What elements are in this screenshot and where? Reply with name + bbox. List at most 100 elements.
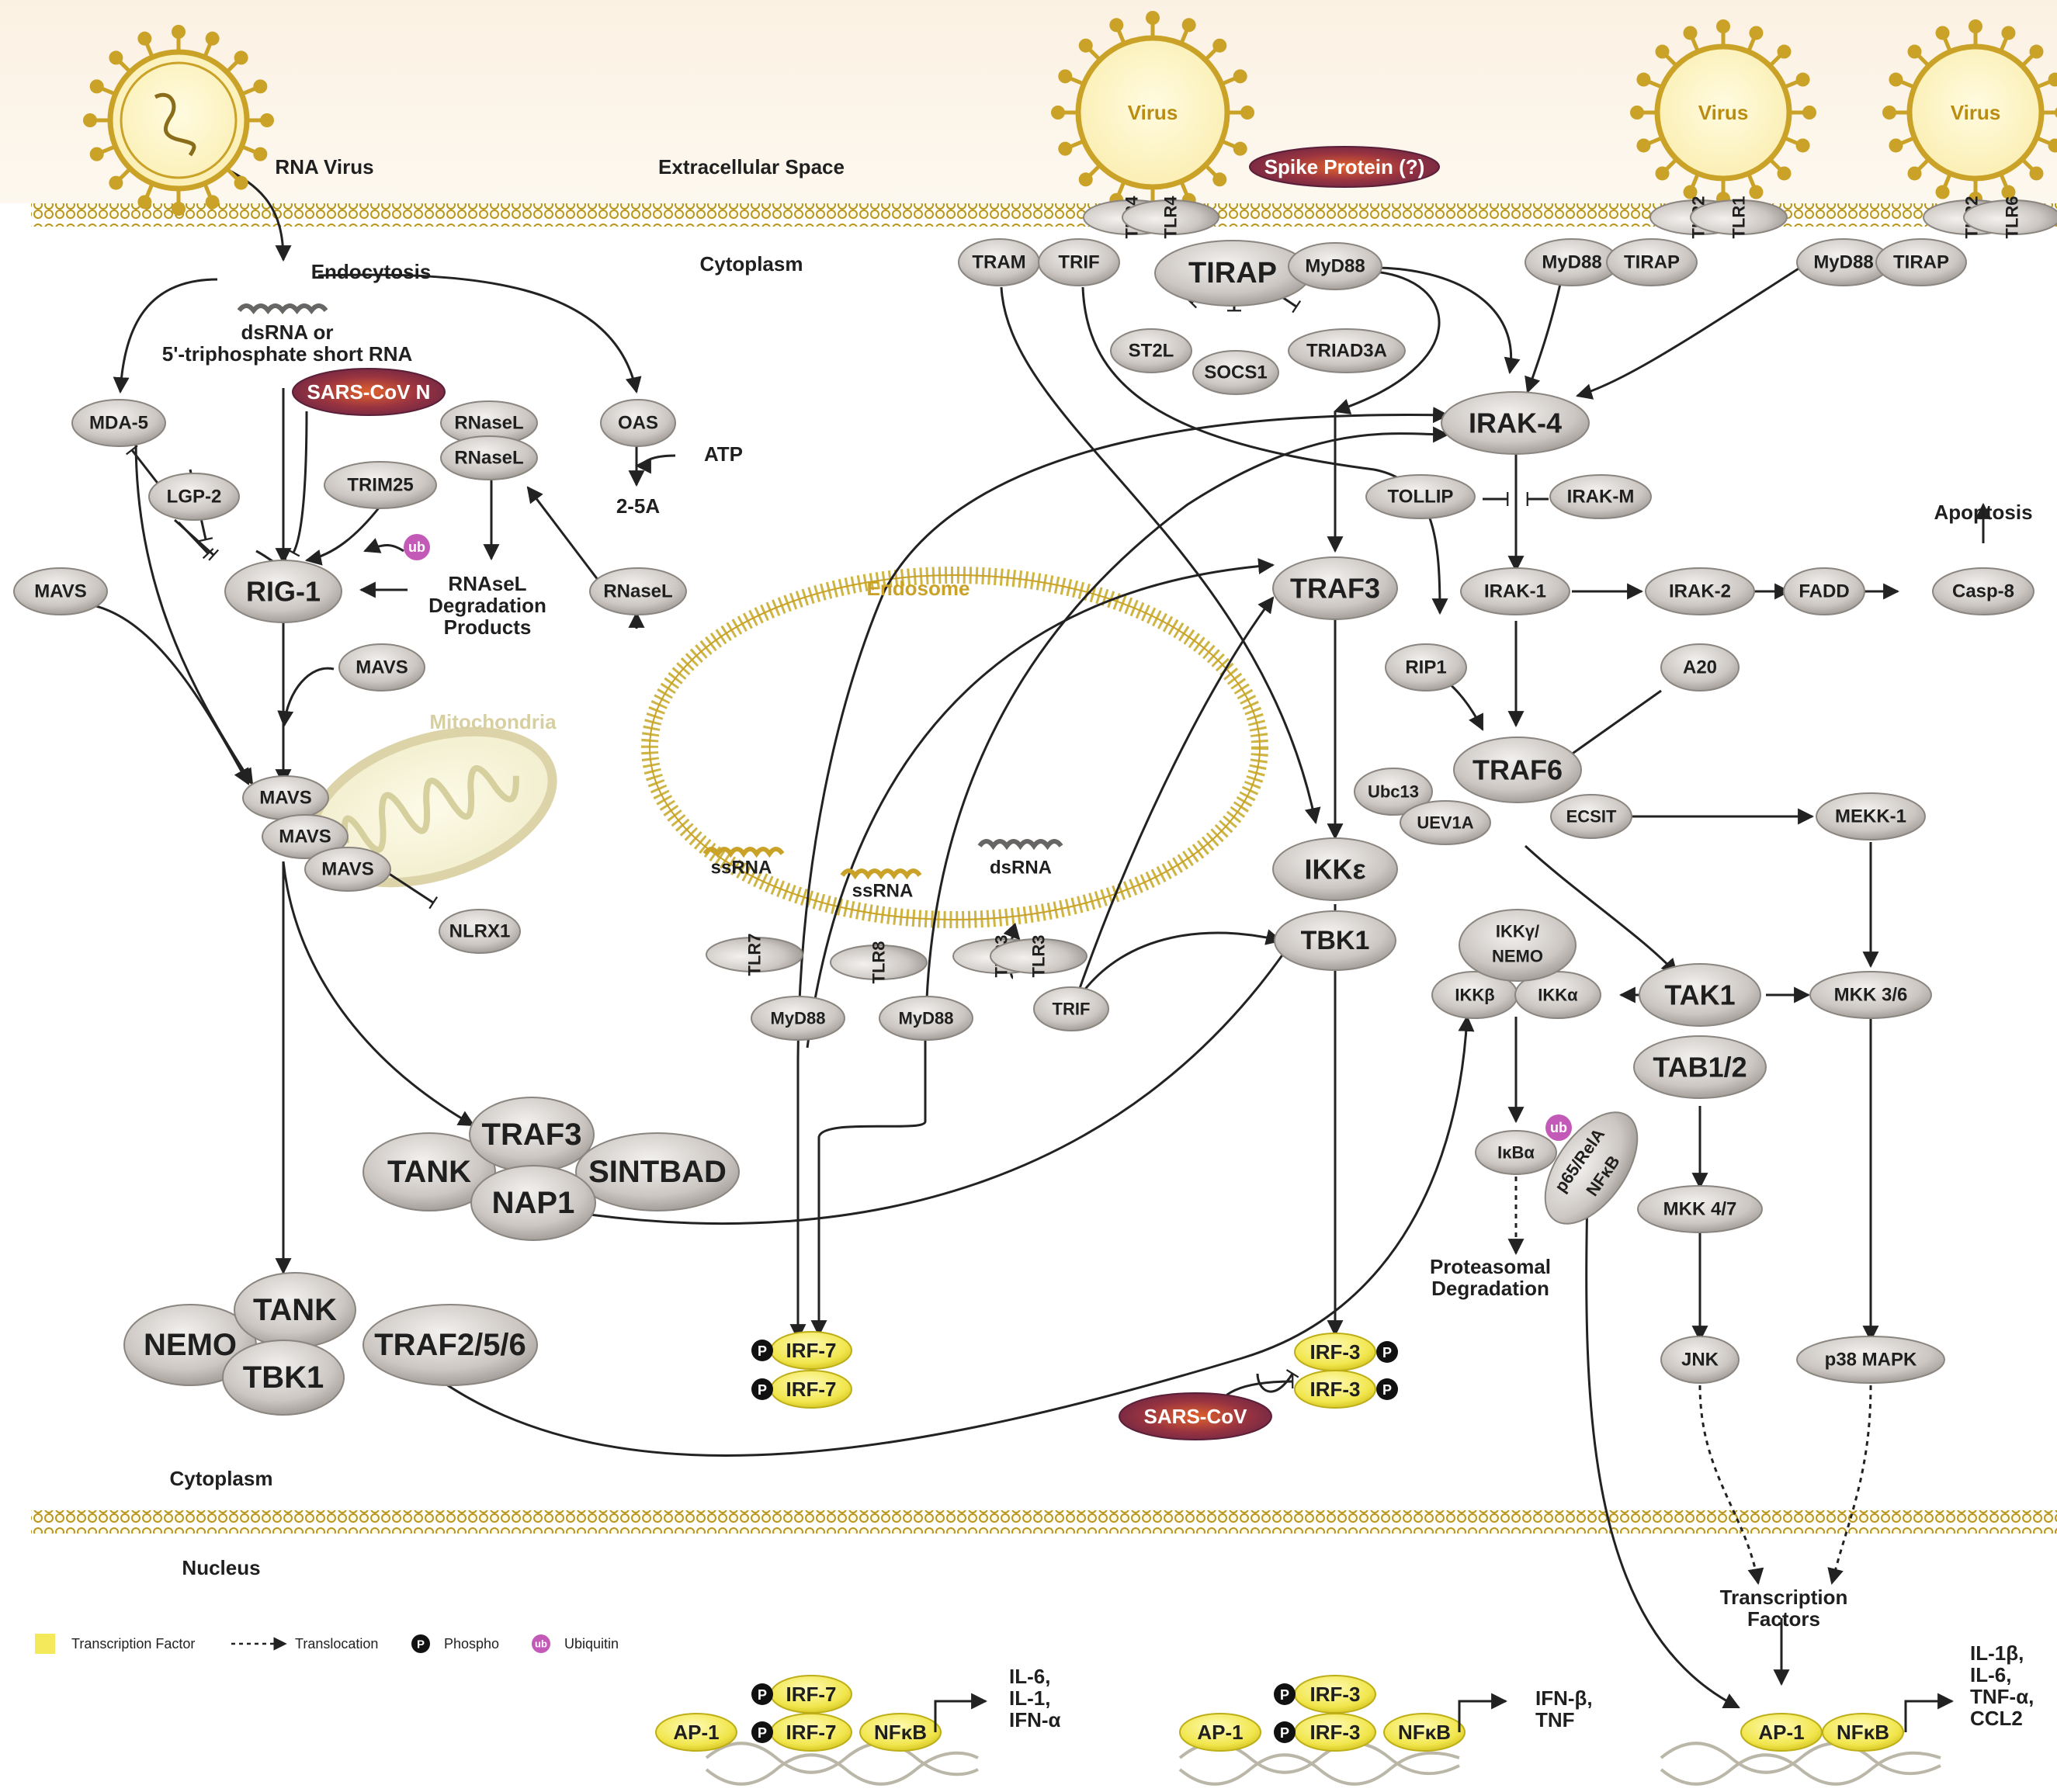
- tlr3-receptor-b: TLR3: [990, 935, 1087, 978]
- nap1-node-label: NAP1: [492, 1186, 575, 1220]
- phospho-marker-1: P: [751, 1378, 773, 1400]
- ubc13-node: Ubc13: [1354, 768, 1433, 816]
- nemo-node-bottom-label: NEMO: [144, 1328, 237, 1362]
- sintbad-node: SINTBAD: [575, 1132, 740, 1211]
- legend-transcription-factor: Transcription Factor: [71, 1636, 195, 1652]
- viral-rna: [154, 93, 196, 157]
- mkk36-node-label: MKK 3/6: [1834, 985, 1908, 1006]
- oas-node: OAS: [600, 399, 676, 447]
- tbk1-node-bottom-label: TBK1: [243, 1360, 324, 1395]
- ubiquitin-marker-rig1-label: ub: [408, 539, 425, 555]
- endosome-membrane-line: [649, 574, 1261, 920]
- rnasel-degradation-label-3: Products: [444, 615, 532, 639]
- rnasel-node-2: RNaseL: [440, 435, 538, 480]
- pathway-arrow-26: [430, 1014, 1475, 1457]
- mkk47-node: MKK 4/7: [1637, 1185, 1763, 1233]
- ubc13-node-label: Ubc13: [1368, 782, 1419, 802]
- myd88-node-top-label: MyD88: [1305, 256, 1365, 277]
- nuclear-ap1-node-2: AP-1: [1179, 1713, 1261, 1752]
- phospho-marker-1-label: P: [758, 1382, 767, 1398]
- sars-cov-oval: SARS-CoV: [1119, 1392, 1272, 1440]
- triad3a-node: TRIAD3A: [1288, 328, 1406, 373]
- tlr6-receptor-label: TLR6: [2003, 196, 2022, 239]
- dna-strands: [705, 1742, 1941, 1786]
- myd88-node-tlr21: MyD88: [1525, 238, 1619, 286]
- output-tnfa: TNF-α,: [1970, 1685, 2034, 1708]
- pathway-arrow-29: [806, 558, 1275, 1049]
- proteasomal-label-2: Degradation: [1431, 1277, 1549, 1300]
- tollip-node-label: TOLLIP: [1388, 487, 1454, 508]
- tak1-node-label: TAK1: [1664, 979, 1735, 1011]
- pathway-arrow-34: [1000, 286, 1321, 825]
- pathway-arrow-2: [317, 273, 642, 394]
- myd88-node-tlr7-label: MyD88: [771, 1009, 826, 1028]
- ikba-node: IκBα: [1475, 1130, 1557, 1175]
- nuclear-nfkb-node-1: NFκB: [859, 1713, 942, 1752]
- irak-m-node-label: IRAK-M: [1567, 487, 1635, 508]
- rnasel-node-2-label: RNaseL: [454, 448, 523, 469]
- mavs-node-free-label: MAVS: [356, 657, 408, 678]
- rig1-node-label: RIG-1: [246, 576, 321, 608]
- irf3-node-b: IRF-3: [1294, 1370, 1376, 1409]
- tlr7-receptor: TLR7: [706, 934, 803, 976]
- irf7-node-a-label: IRF-7: [786, 1339, 837, 1362]
- trif-node-tlr3-label: TRIF: [1053, 1000, 1091, 1019]
- socs1-node: SOCS1: [1192, 350, 1279, 395]
- pathway-arrow-58: [1524, 844, 1678, 976]
- rna-virus-particle: [83, 25, 274, 216]
- phospho-marker-7: P: [1274, 1721, 1296, 1743]
- pathway-arrow-5: [363, 538, 404, 553]
- mekk1-node: MEKK-1: [1816, 792, 1926, 841]
- myd88-node-tlr26: MyD88: [1796, 238, 1891, 286]
- nlrx1-node: NLRX1: [439, 909, 521, 954]
- nuclear-ap1-node-1: AP-1: [655, 1713, 737, 1752]
- tbk1-node-mid-label: TBK1: [1301, 926, 1370, 955]
- jnk-node-label: JNK: [1681, 1350, 1719, 1371]
- tirap-node-main: TIRAP: [1154, 240, 1311, 307]
- legend-tf-swatch: [35, 1634, 55, 1654]
- tank-node-bottom-label: TANK: [253, 1293, 337, 1327]
- tbk1-node-mid: TBK1: [1274, 910, 1396, 971]
- mavs-node-m1-label: MAVS: [259, 788, 312, 809]
- sintbad-node-label: SINTBAD: [588, 1155, 727, 1189]
- atp-label: ATP: [704, 442, 743, 466]
- mavs-node-left-label: MAVS: [34, 581, 87, 602]
- tirap-node-tlr21: TIRAP: [1606, 238, 1698, 286]
- nemo-node-bottom: NEMO: [123, 1304, 257, 1386]
- traf6-node: TRAF6: [1453, 737, 1582, 803]
- legend-phospho: Phospho: [444, 1636, 499, 1652]
- proteasomal-label-1: Proteasomal: [1430, 1255, 1551, 1278]
- ikkb-node-label: IKKβ: [1455, 986, 1494, 1005]
- nuclear-nfkb-node-2: NFκB: [1383, 1713, 1466, 1752]
- nuclear-irf3-node-b-label: IRF-3: [1310, 1721, 1361, 1744]
- st2l-node-label: ST2L: [1129, 341, 1174, 362]
- pathway-arrow-4: [286, 411, 308, 557]
- ssrna-wave-1: [702, 847, 785, 858]
- pathway-arrow-6: [304, 505, 382, 566]
- lgp2-node-label: LGP-2: [167, 487, 222, 508]
- tak1-node: TAK1: [1639, 963, 1761, 1027]
- spike-protein-oval: Spike Protein (?): [1249, 146, 1440, 188]
- phospho-marker-7-label: P: [1280, 1725, 1289, 1741]
- pathway-arrow-67: [1827, 1385, 1872, 1586]
- nuclear-ap1-node-2-label: AP-1: [1197, 1721, 1243, 1744]
- tlr4-receptor-b-label: TLR4: [1161, 196, 1181, 239]
- irf3-node-a: IRF-3: [1294, 1333, 1376, 1371]
- myd88-node-top: MyD88: [1288, 242, 1382, 290]
- tlr8-receptor: TLR8: [830, 941, 928, 984]
- phospho-marker-2: P: [1376, 1341, 1398, 1363]
- pathway-arrow-17: [634, 454, 676, 474]
- mekk1-node-label: MEKK-1: [1835, 806, 1906, 827]
- traf6-node-label: TRAF6: [1473, 754, 1563, 786]
- trif-node-top-label: TRIF: [1058, 252, 1099, 273]
- promoter-arrow-0: [934, 1693, 988, 1732]
- phospho-marker-3-label: P: [1382, 1382, 1392, 1398]
- rna-virus-label: RNA Virus: [275, 155, 373, 179]
- irak4-node: IRAK-4: [1441, 391, 1590, 455]
- rnasel-node-1: RNaseL: [440, 400, 538, 445]
- tlr1-receptor: TLR1: [1690, 196, 1788, 239]
- myd88-node-tlr8: MyD88: [879, 996, 973, 1041]
- nuclear-ap1-node-3: AP-1: [1740, 1713, 1823, 1752]
